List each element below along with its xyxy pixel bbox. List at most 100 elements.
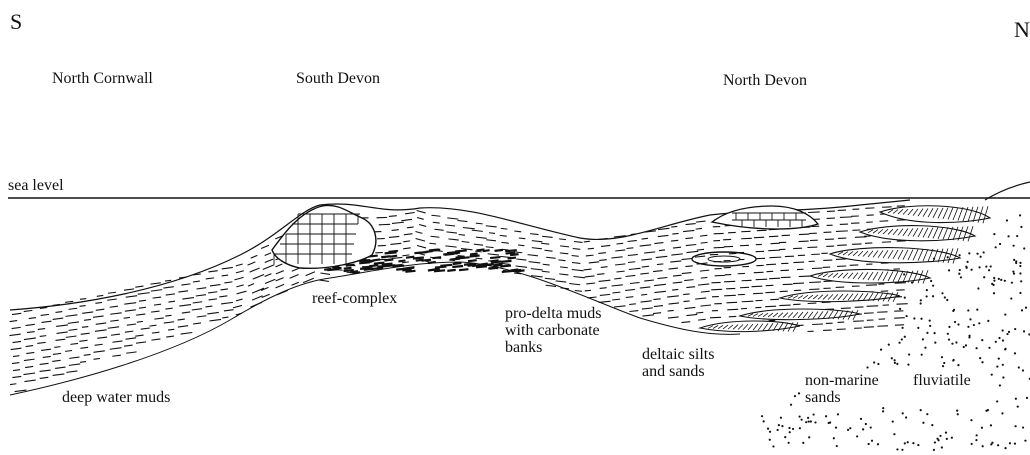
mud-dash — [654, 243, 663, 244]
dense-mud-dash — [490, 257, 500, 258]
mud-dash — [168, 329, 174, 330]
mud-dash — [588, 248, 594, 249]
mud-dash — [641, 259, 652, 260]
sand-dot — [901, 449, 903, 451]
mud-dash — [541, 243, 549, 244]
sand-dot — [865, 423, 867, 425]
sand-dot — [908, 353, 910, 355]
mud-dash — [206, 278, 214, 279]
sand-dot — [810, 420, 812, 422]
mud-dash — [41, 314, 49, 315]
mud-lens — [692, 252, 756, 266]
sand-dot — [975, 347, 977, 349]
mud-dash — [769, 257, 781, 258]
mud-dash — [12, 376, 21, 377]
mud-dash — [209, 299, 217, 300]
mud-dash — [631, 234, 637, 235]
mud-dash — [277, 290, 288, 294]
sand-dot — [1019, 262, 1021, 264]
mud-dash — [642, 238, 648, 239]
dense-mud-dash — [373, 259, 380, 260]
sand-dot — [922, 422, 924, 424]
sand-dot — [978, 322, 980, 324]
mud-dash — [196, 295, 206, 296]
sand-dot — [912, 442, 914, 444]
dense-mud-dash — [359, 262, 370, 263]
sand-dot — [1013, 259, 1015, 261]
mud-dash — [742, 301, 754, 302]
sand-dot — [1019, 214, 1021, 216]
sand-dot — [998, 337, 1000, 339]
mud-dash — [56, 325, 68, 327]
dense-mud-dash — [470, 253, 478, 254]
sand-dot — [965, 344, 967, 346]
mud-dash — [616, 271, 624, 272]
sand-dot — [856, 435, 858, 437]
mud-dash — [625, 289, 635, 290]
mud-dash — [10, 321, 17, 322]
sand-dot — [932, 285, 934, 287]
mud-dash — [11, 348, 22, 349]
mud-dash — [445, 246, 456, 247]
mud-dash — [220, 289, 227, 290]
mud-dash — [126, 296, 137, 297]
sand-dot — [835, 426, 837, 428]
sand-dot — [944, 296, 946, 298]
sand-dot — [917, 327, 919, 329]
mud-dash — [799, 276, 810, 277]
mud-dash — [262, 294, 270, 297]
sand-dot — [934, 441, 936, 443]
sand-dot — [993, 292, 995, 294]
mud-dash — [236, 264, 243, 266]
mud-dash — [237, 291, 247, 294]
mud-dash — [700, 235, 707, 236]
sand-dot — [873, 361, 875, 363]
mud-dash — [673, 282, 682, 283]
sand-dot — [981, 361, 983, 363]
mud-dash — [224, 310, 234, 311]
mud-dash — [658, 235, 669, 236]
mud-dash — [584, 269, 592, 270]
sand-dot — [976, 309, 978, 311]
dense-mud-dash — [488, 268, 497, 269]
sand-dot — [761, 415, 763, 417]
mud-dash — [640, 245, 652, 246]
sand-dot — [1014, 443, 1016, 445]
mud-dash — [151, 290, 162, 291]
mud-dash — [79, 306, 85, 307]
mud-dash — [756, 279, 768, 280]
mud-dash — [233, 305, 242, 307]
mud-dash — [486, 240, 496, 241]
mud-dash — [52, 360, 60, 361]
mud-dash — [276, 278, 284, 281]
mud-dash — [126, 352, 136, 353]
mud-dash — [500, 235, 507, 236]
sand-dot — [955, 341, 957, 343]
sand-dot — [920, 299, 922, 301]
mud-dash — [682, 258, 692, 259]
dense-mud-dash — [494, 264, 501, 265]
mud-dash — [151, 311, 160, 312]
dense-mud-dash — [443, 254, 451, 255]
sand-dot — [960, 276, 962, 278]
mud-dash — [403, 248, 411, 249]
sand-dot — [906, 315, 908, 317]
mud-dash — [250, 302, 261, 307]
sand-dot — [1021, 309, 1023, 311]
sand-dot — [993, 279, 995, 281]
mud-dash — [69, 308, 78, 309]
dense-mud-dash — [476, 249, 484, 250]
mud-dash — [182, 312, 190, 313]
dense-mud-dash — [456, 257, 464, 258]
sand-dot — [917, 444, 919, 446]
sand-dot — [1018, 366, 1020, 368]
mud-dash — [612, 299, 620, 300]
mud-dash — [108, 292, 116, 293]
mud-dash — [895, 283, 906, 284]
mud-dash — [93, 351, 104, 352]
mud-dash — [152, 332, 160, 333]
mud-dash — [69, 364, 80, 365]
sand-dot — [1019, 292, 1021, 294]
sand-dot — [958, 273, 960, 275]
